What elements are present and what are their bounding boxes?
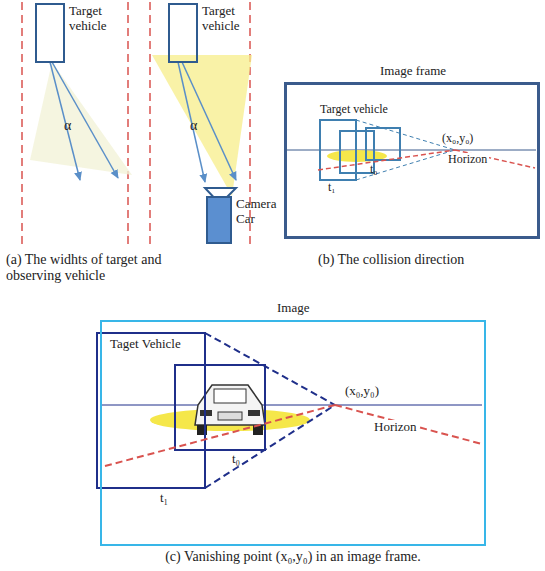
callout-label: t₀ [232,452,240,467]
callout-label: α [190,118,197,134]
callout-label: Taget Vehicle [108,337,183,352]
camera-car: Camera Car [206,196,232,244]
image-frame: Image [100,320,486,546]
callout-label: t₀ [370,163,378,177]
image-drawing [97,333,482,488]
callout-label: α [64,118,71,134]
callout-label: (x₀,y₀) [440,132,475,146]
callout-label: Target vehicle [318,103,390,117]
callout-label: (x₀,y₀) [343,384,381,399]
caption: (b) The collision direction [318,252,464,268]
caption: (a) The widhts of target and observing v… [6,252,191,284]
callout-label: Horizon [446,153,489,167]
callout-label: Horizon [372,420,419,435]
node-label: Image [277,301,309,316]
node-label: Target vehicle [202,4,254,34]
caption: (c) Vanishing point (x₀,y₀) in an image … [100,549,486,565]
node-label: Camera Car [236,197,281,227]
callout-label: t₁ [328,181,336,195]
lane-panel [22,2,132,245]
node-label: Target vehicle [69,4,121,34]
vehicle-box: Target vehicle [168,3,198,63]
image-frame-drawing [287,120,536,180]
vehicle-box: Target vehicle [35,3,65,63]
callout-label: t₁ [160,491,168,506]
node-label: Image frame [380,64,446,79]
